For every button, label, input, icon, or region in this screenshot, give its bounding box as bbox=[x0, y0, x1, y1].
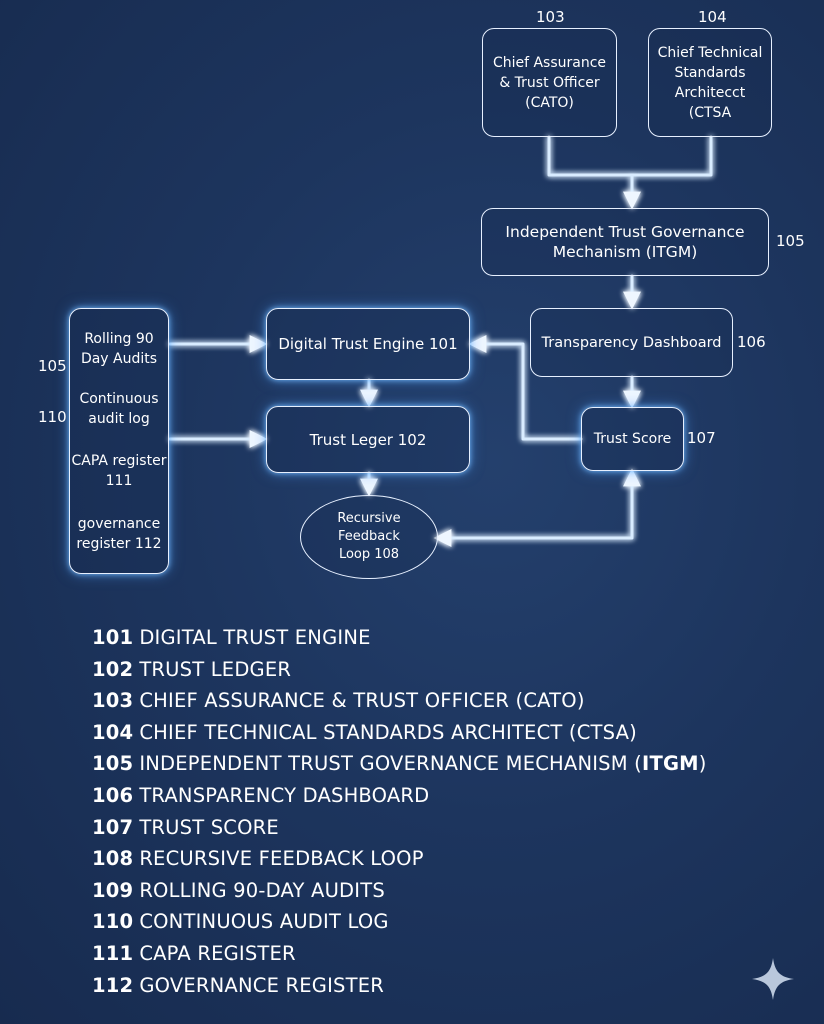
audit-number-110: 110 bbox=[38, 408, 67, 426]
audit-number-105: 105 bbox=[38, 357, 67, 375]
connector-feedback-score bbox=[433, 468, 641, 547]
itgm-label: Independent Trust Governance Mechanism (… bbox=[505, 223, 745, 261]
audit-item-continuous: Continuous audit log bbox=[79, 391, 159, 427]
cato-label: Chief Assurance & Trust Officer (CATO) bbox=[492, 54, 607, 111]
dashboard-box: Transparency Dashboard bbox=[530, 308, 733, 377]
score-box: Trust Score bbox=[581, 407, 684, 471]
engine-label: Digital Trust Engine 101 bbox=[278, 335, 458, 353]
ledger-label: Trust Leger 102 bbox=[309, 430, 427, 449]
cato-number: 103 bbox=[536, 8, 565, 26]
ctsa-label: Chief Technical Standards Architecct (CT… bbox=[657, 44, 763, 121]
audit-item-capa: CAPA register 111 bbox=[71, 453, 167, 489]
engine-box: Digital Trust Engine 101 bbox=[266, 308, 470, 380]
dashboard-label: Transparency Dashboard bbox=[541, 334, 722, 351]
itgm-number: 105 bbox=[776, 232, 805, 250]
connector-ctsa-itgm bbox=[630, 135, 713, 177]
audit-panel: Rolling 90 Day Audits Continuous audit l… bbox=[69, 308, 169, 574]
ledger-box: Trust Leger 102 bbox=[266, 406, 470, 473]
connector-cato-itgm bbox=[547, 135, 634, 177]
feedback-label: Recursive Feedback Loop 108 bbox=[337, 511, 401, 562]
dashboard-number: 106 bbox=[737, 333, 766, 351]
cato-box: Chief Assurance & Trust Officer (CATO) bbox=[482, 28, 617, 137]
itgm-box: Independent Trust Governance Mechanism (… bbox=[481, 208, 769, 276]
score-label: Trust Score bbox=[593, 431, 672, 447]
audit-item-governance: governance register 112 bbox=[76, 516, 162, 552]
ctsa-box: Chief Technical Standards Architecct (CT… bbox=[648, 28, 772, 137]
ctsa-number: 104 bbox=[698, 8, 727, 26]
audit-item-rolling: Rolling 90 Day Audits bbox=[80, 331, 158, 367]
sparkle-icon bbox=[752, 958, 794, 1000]
connector-score-engine bbox=[468, 335, 583, 441]
score-number: 107 bbox=[687, 429, 716, 447]
feedback-ellipse: Recursive Feedback Loop 108 bbox=[300, 495, 438, 579]
